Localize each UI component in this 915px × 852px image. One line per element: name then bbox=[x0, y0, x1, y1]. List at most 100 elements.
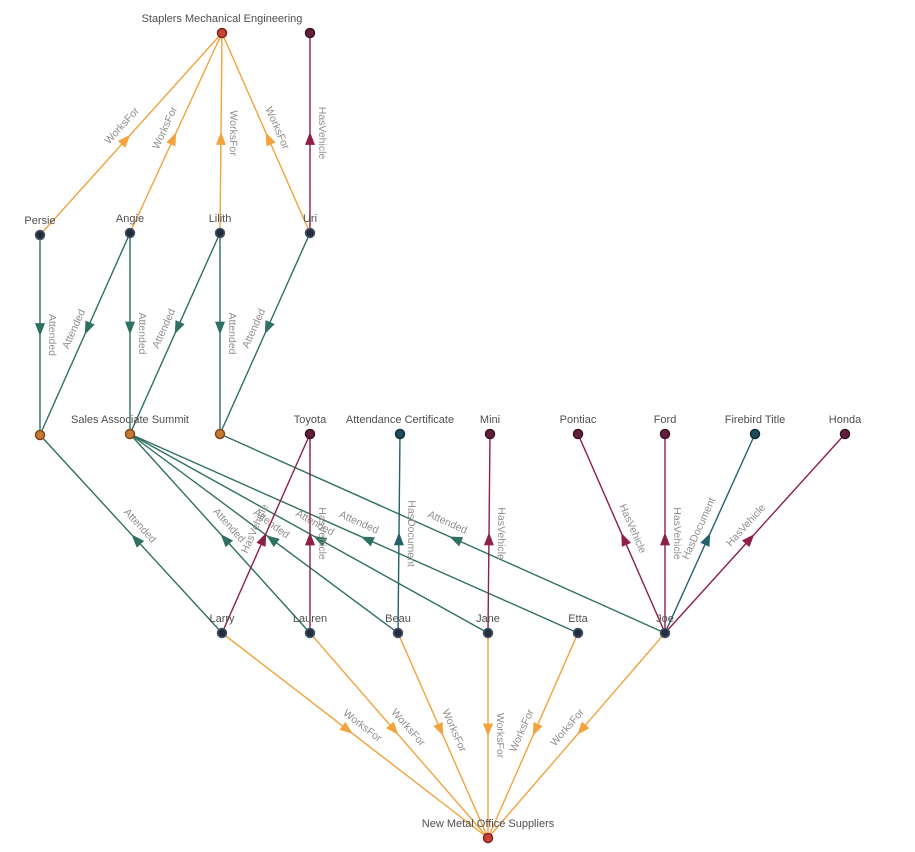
document-node-dot[interactable] bbox=[394, 428, 406, 440]
node-label: Ford bbox=[654, 414, 677, 426]
edge-persie-event-a: Attended bbox=[35, 235, 58, 435]
person-node-dot[interactable] bbox=[482, 627, 494, 639]
person-node-dot[interactable] bbox=[392, 627, 404, 639]
relationship-line[interactable] bbox=[309, 632, 489, 839]
edge-uri-uri-vehicle: HasVehicle bbox=[305, 33, 328, 233]
node-newmetal: New Metal Office Suppliers bbox=[422, 818, 555, 844]
relationship-label: WorksFor bbox=[439, 708, 468, 755]
arrowhead-icon bbox=[483, 532, 494, 546]
person-node-dot[interactable] bbox=[124, 227, 136, 239]
relationship-line[interactable] bbox=[219, 433, 666, 634]
vehicle-node-dot[interactable] bbox=[304, 27, 316, 39]
node-event-b bbox=[214, 428, 226, 440]
arrowhead-icon bbox=[266, 535, 280, 547]
event-node-dot[interactable] bbox=[214, 428, 226, 440]
person-node-dot[interactable] bbox=[304, 627, 316, 639]
relationship-line[interactable] bbox=[129, 433, 489, 634]
node-honda: Honda bbox=[829, 414, 862, 440]
node-staplers: Staplers Mechanical Engineering bbox=[142, 13, 303, 39]
node-pontiac: Pontiac bbox=[560, 414, 597, 440]
arrowhead-icon bbox=[532, 721, 543, 736]
relationship-line[interactable] bbox=[487, 632, 666, 839]
relationship-line[interactable] bbox=[664, 433, 846, 634]
node-label: Sales Associate Summit bbox=[71, 414, 189, 426]
edge-jane-newmetal: WorksFor bbox=[483, 633, 506, 838]
node-label: Joe bbox=[656, 613, 674, 625]
vehicle-node-dot[interactable] bbox=[572, 428, 584, 440]
relationship-line[interactable] bbox=[129, 433, 311, 634]
node-label: Lauren bbox=[293, 613, 327, 625]
person-node-dot[interactable] bbox=[216, 627, 228, 639]
person-node-dot[interactable] bbox=[214, 227, 226, 239]
node-lauren: Lauren bbox=[293, 613, 327, 639]
edge-joe-pontiac: HasVehicle bbox=[577, 433, 666, 634]
edge-lilith-staplers: WorksFor bbox=[215, 32, 239, 234]
arrowhead-icon bbox=[313, 535, 328, 547]
edge-lilith-event-b: Attended bbox=[215, 233, 238, 434]
relationship-label: Attended bbox=[240, 307, 268, 350]
vehicle-node-dot[interactable] bbox=[839, 428, 851, 440]
organization-node-dot[interactable] bbox=[482, 832, 494, 844]
arrowhead-icon bbox=[449, 536, 464, 547]
node-larry: Larry bbox=[209, 613, 235, 639]
person-node-dot[interactable] bbox=[572, 627, 584, 639]
relationship-line[interactable] bbox=[129, 433, 399, 634]
node-label: Staplers Mechanical Engineering bbox=[142, 13, 303, 25]
event-node-dot[interactable] bbox=[124, 428, 136, 440]
vehicle-node-dot[interactable] bbox=[484, 428, 496, 440]
person-node-dot[interactable] bbox=[659, 627, 671, 639]
node-label: Attendance Certificate bbox=[346, 414, 454, 426]
node-attendance-certificate: Attendance Certificate bbox=[346, 414, 454, 440]
node-label: Honda bbox=[829, 414, 862, 426]
node-event-a bbox=[34, 429, 46, 441]
node-uri-vehicle bbox=[304, 27, 316, 39]
relationship-label: Attended bbox=[136, 312, 148, 354]
arrowhead-icon bbox=[660, 532, 670, 546]
relationship-line[interactable] bbox=[221, 632, 489, 839]
vehicle-node-dot[interactable] bbox=[304, 428, 316, 440]
relationship-line[interactable] bbox=[129, 433, 579, 634]
edge-lauren-toyota: HasVehicle bbox=[305, 434, 328, 633]
organization-node-dot[interactable] bbox=[216, 27, 228, 39]
relationship-label: Attended bbox=[46, 314, 58, 356]
relationship-label: Attended bbox=[60, 307, 88, 350]
relationship-line[interactable] bbox=[39, 434, 223, 634]
arrowhead-icon bbox=[433, 721, 444, 736]
arrowhead-icon bbox=[700, 532, 711, 547]
arrowhead-icon bbox=[215, 321, 225, 335]
arrowhead-icon bbox=[215, 131, 226, 145]
relationship-label: HasVehicle bbox=[316, 107, 328, 160]
node-label: Jane bbox=[476, 613, 500, 625]
edge-jane-summit: Attended bbox=[129, 433, 489, 634]
node-etta: Etta bbox=[568, 613, 589, 639]
arrowhead-icon bbox=[166, 132, 177, 147]
node-label: Lilith bbox=[209, 213, 232, 225]
arrowhead-icon bbox=[621, 532, 632, 547]
node-joe: Joe bbox=[656, 613, 674, 639]
node-beau: Beau bbox=[385, 613, 411, 639]
arrowhead-icon bbox=[483, 723, 493, 737]
edge-joe-ford: HasVehicle bbox=[660, 434, 683, 633]
person-node-dot[interactable] bbox=[34, 229, 46, 241]
arrowhead-icon bbox=[35, 323, 45, 337]
node-label: Toyota bbox=[294, 414, 327, 426]
arrowhead-icon bbox=[131, 534, 145, 548]
relationship-line[interactable] bbox=[39, 32, 223, 236]
arrowhead-icon bbox=[174, 320, 185, 334]
arrowhead-icon bbox=[393, 532, 404, 546]
vehicle-node-dot[interactable] bbox=[659, 428, 671, 440]
arrowhead-icon bbox=[305, 532, 315, 546]
document-node-dot[interactable] bbox=[749, 428, 761, 440]
arrowhead-icon bbox=[117, 134, 131, 148]
node-label: Pontiac bbox=[560, 414, 597, 426]
edge-etta-summit: Attended bbox=[129, 433, 579, 634]
edge-angie-staplers: WorksFor bbox=[129, 32, 223, 234]
person-node-dot[interactable] bbox=[304, 227, 316, 239]
event-node-dot[interactable] bbox=[34, 429, 46, 441]
arrowhead-icon bbox=[741, 534, 755, 548]
relationship-label: HasVehicle bbox=[495, 507, 508, 560]
